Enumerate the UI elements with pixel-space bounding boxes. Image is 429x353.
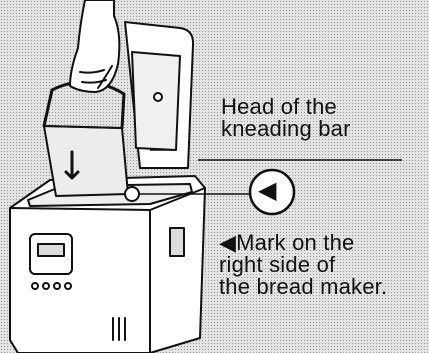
side-vent [170, 228, 184, 256]
hand [70, 0, 119, 92]
kneading-bar-label: Head of the kneading bar [221, 96, 351, 140]
triangle-mark-icon: ◀ [258, 180, 277, 202]
control-button [54, 283, 60, 289]
mark-label: ◀Mark on the right side of the bread mak… [219, 232, 387, 298]
control-button [32, 283, 38, 289]
lid-vent [154, 93, 162, 101]
control-button [65, 283, 71, 289]
kneading-bar-head [125, 187, 139, 201]
bread-pan [44, 126, 128, 196]
control-button [43, 283, 49, 289]
display-window [38, 244, 64, 256]
